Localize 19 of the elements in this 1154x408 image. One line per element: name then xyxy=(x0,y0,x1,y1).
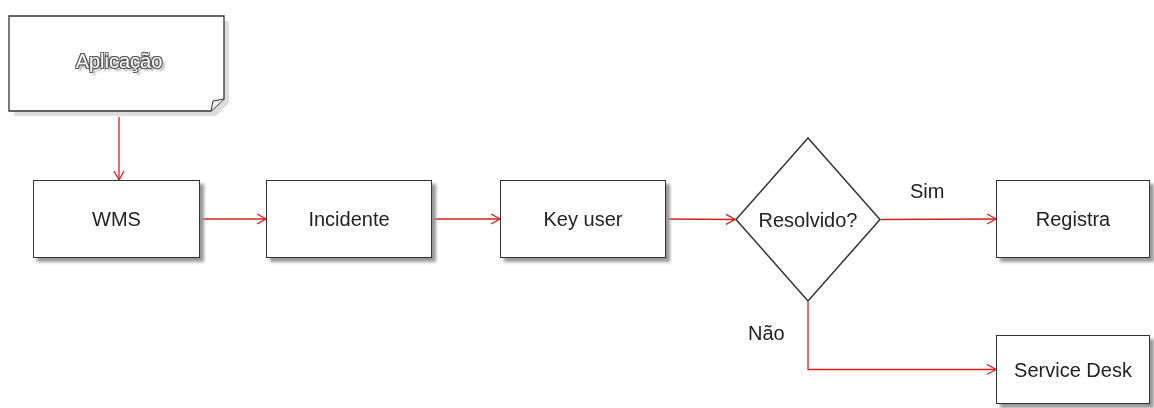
arrow xyxy=(665,213,736,226)
process-box xyxy=(996,180,1150,258)
document-shape xyxy=(8,15,230,117)
process-box xyxy=(33,180,200,258)
process-box xyxy=(500,180,666,258)
arrow xyxy=(199,213,267,225)
node-label: Resolvido? xyxy=(758,208,858,231)
node-label: Registra xyxy=(1035,208,1111,230)
node-label: Key user xyxy=(543,208,623,230)
process-box xyxy=(996,335,1150,404)
process-box xyxy=(266,180,432,258)
decision-diamond xyxy=(735,137,881,302)
arrow xyxy=(431,213,501,225)
node-label: Service Desk xyxy=(1014,358,1132,381)
node-label: Incidente xyxy=(308,208,390,230)
arrow xyxy=(807,301,997,376)
arrow xyxy=(880,213,997,225)
arrow xyxy=(113,116,125,181)
node-label: WMS xyxy=(92,208,141,230)
